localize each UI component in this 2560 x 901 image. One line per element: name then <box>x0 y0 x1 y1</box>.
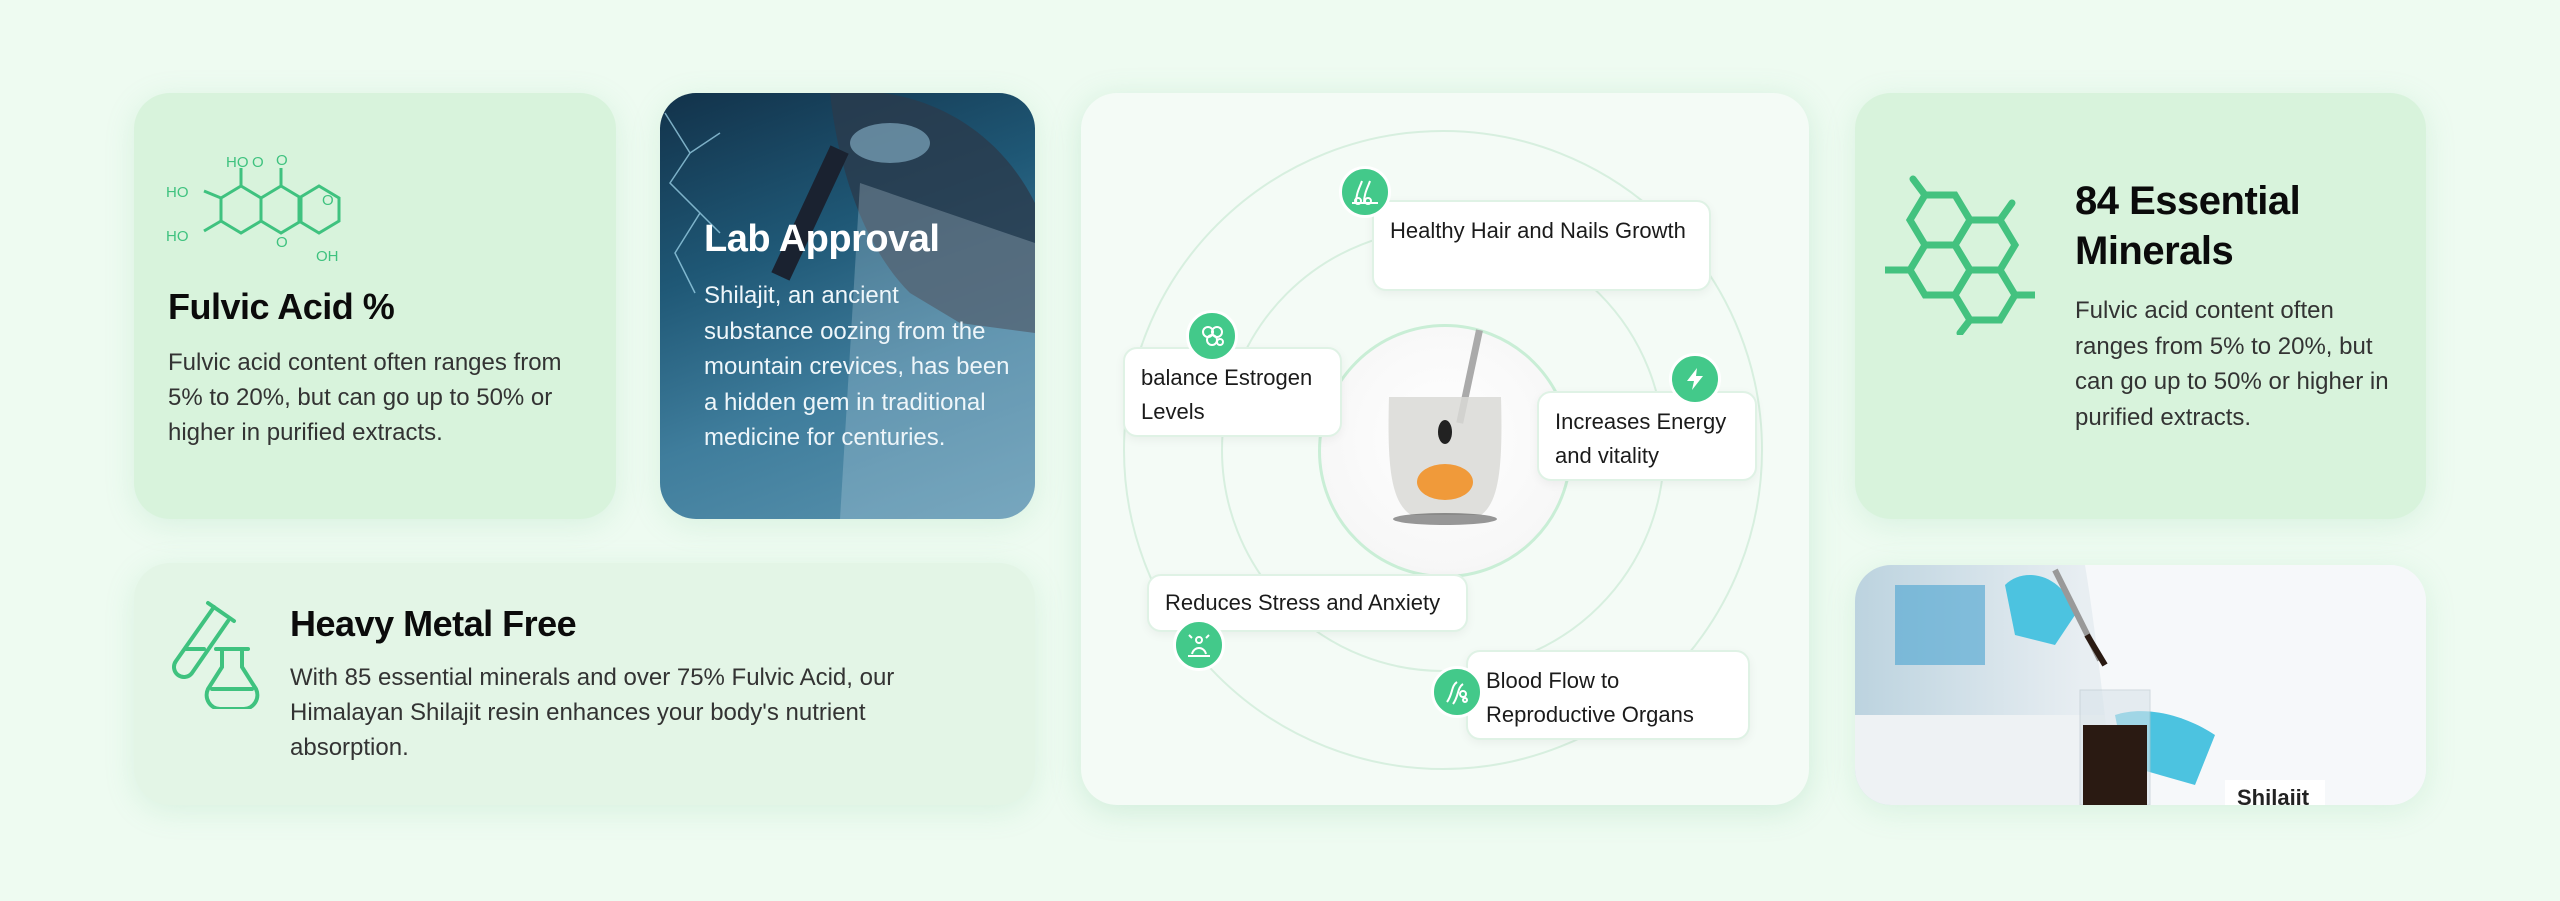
hair-icon <box>1339 166 1391 218</box>
svg-text:O: O <box>276 234 288 251</box>
benefits-card: Healthy Hair and Nails Growth balance Es… <box>1081 93 1809 805</box>
molecule-icon <box>1186 310 1238 362</box>
card-title: Heavy Metal Free <box>290 603 577 644</box>
svg-text:O: O <box>252 154 264 171</box>
benefit-label: Reduces Stress and Anxiety <box>1165 590 1441 615</box>
svg-text:O: O <box>322 192 334 209</box>
essential-minerals-card: 84 Essential Minerals Fulvic acid conten… <box>1855 93 2426 519</box>
benefit-label: Blood Flow to Reproductive Organs <box>1486 668 1694 727</box>
card-body: Shilajit, an ancient substance oozing fr… <box>704 282 1010 451</box>
svg-text:OH: OH <box>316 248 339 265</box>
benefit-hair-nails: Healthy Hair and Nails Growth <box>1372 200 1711 291</box>
scientist-beaker-image: Shilajit <box>1855 565 2426 805</box>
lightning-icon <box>1669 353 1721 405</box>
card-body: Fulvic acid content often ranges from 5%… <box>168 349 562 446</box>
blood-cells-icon <box>1431 666 1483 718</box>
benefit-energy: Increases Energy and vitality <box>1537 391 1757 481</box>
test-tube-flask-icon <box>172 601 260 709</box>
fulvic-acid-card: HO HO O O HO O O OH Fulvic Acid % Fulvic… <box>134 93 616 519</box>
shilajit-glass-image <box>1318 324 1572 578</box>
benefit-estrogen: balance Estrogen Levels <box>1123 347 1342 437</box>
card-body: Fulvic acid content often ranges from 5%… <box>2075 297 2389 431</box>
scientist-microscope-image <box>664 93 1035 519</box>
outer-ring <box>1123 130 1763 770</box>
svg-text:HO: HO <box>166 228 189 245</box>
svg-text:Shilajit: Shilajit <box>2237 785 2310 805</box>
svg-text:HO: HO <box>226 154 249 171</box>
svg-text:HO: HO <box>166 184 189 201</box>
benefit-blood-flow: Blood Flow to Reproductive Organs <box>1466 650 1750 740</box>
card-title: Lab Approval <box>704 218 940 260</box>
hexagon-molecule-icon <box>1885 175 2035 335</box>
heavy-metal-free-card: Heavy Metal Free With 85 essential miner… <box>134 563 1035 805</box>
benefit-label: Increases Energy and vitality <box>1555 409 1727 468</box>
card-body: With 85 essential minerals and over 75% … <box>290 664 895 761</box>
card-title: 84 Essential Minerals <box>2075 179 2301 273</box>
fulvic-molecule-icon: HO HO O O HO O O OH <box>166 153 341 265</box>
svg-text:O: O <box>276 153 288 169</box>
card-title: Fulvic Acid % <box>168 286 395 327</box>
benefit-label: Healthy Hair and Nails Growth <box>1390 218 1686 243</box>
lab-scientist-photo: Shilajit <box>1855 565 2426 805</box>
meditation-icon <box>1173 619 1225 671</box>
lab-approval-card: Lab Approval Shilajit, an ancient substa… <box>660 93 1035 519</box>
benefit-label: balance Estrogen Levels <box>1141 365 1313 424</box>
